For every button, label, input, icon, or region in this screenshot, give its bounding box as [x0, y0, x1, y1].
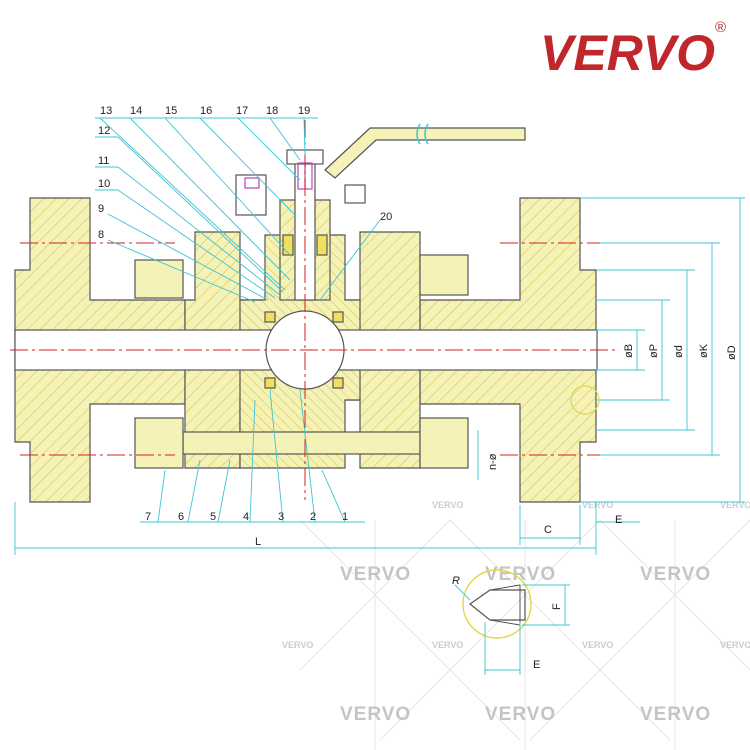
- dimension-b: øB: [623, 344, 635, 358]
- dimension-labels: øD øK ød øP øB n-ø L C E: [255, 343, 738, 548]
- part-number: 6: [178, 511, 184, 523]
- dimension-bolt-holes: n-ø: [487, 453, 499, 470]
- brand-name: VERVO: [540, 25, 715, 81]
- part-number: 10: [98, 178, 110, 190]
- part-number: 12: [98, 125, 110, 137]
- seat-left-bottom: [264, 377, 276, 389]
- watermark-text: VERVO: [640, 564, 711, 585]
- watermark-text: VERVO: [720, 640, 750, 650]
- bolt-nut-top-right: [419, 254, 469, 296]
- dimension-lines: [14, 197, 745, 555]
- brand-logo: VERVO ®: [540, 19, 726, 81]
- watermark-text: VERVO: [582, 500, 613, 510]
- centerlines: [10, 120, 615, 500]
- dimension-outer-diameter: øD: [726, 345, 738, 360]
- part-number: 3: [278, 511, 284, 523]
- part-number: 9: [98, 203, 104, 215]
- gland-packing-left: [282, 234, 294, 256]
- bolt-shank-bottom: [182, 431, 421, 455]
- watermark-text: VERVO: [432, 500, 463, 510]
- part-number: 13: [100, 105, 112, 117]
- lock-plate: [344, 184, 366, 204]
- part-number: 4: [243, 511, 249, 523]
- part-number: 18: [266, 105, 278, 117]
- flange-groove-marker: [570, 385, 600, 415]
- dimension-d: ød: [673, 345, 685, 358]
- bolt-nut-bottom-left: [134, 417, 184, 469]
- watermark-text: VERVO: [340, 564, 411, 585]
- detail-f: F: [551, 603, 563, 610]
- detail-r: R: [452, 575, 460, 587]
- registered-mark: ®: [715, 19, 726, 36]
- watermark-text: VERVO: [640, 704, 711, 725]
- gland-packing-right: [316, 234, 328, 256]
- stop-bracket: [235, 174, 267, 216]
- leader-lines: [95, 117, 381, 523]
- dimension-k: øK: [698, 343, 710, 358]
- part-number: 11: [98, 155, 109, 167]
- watermark-lines: [299, 519, 750, 750]
- lever-handle: [324, 127, 526, 179]
- handle-break-icon: [416, 123, 429, 145]
- part-number-seat: 20: [380, 211, 392, 223]
- watermark-text: VERVO: [340, 704, 411, 725]
- part-number: 8: [98, 229, 104, 241]
- watermark-text: VERVO: [282, 640, 313, 650]
- groove-profile: [468, 589, 526, 621]
- watermark-text: VERVO: [485, 564, 556, 585]
- seat-right-bottom: [332, 377, 344, 389]
- part-number: 1: [342, 511, 348, 523]
- watermark-text: VERVO: [720, 500, 750, 510]
- watermarks: VERVO VERVO VERVO VERVO VERVO VERVO VERV…: [282, 500, 750, 725]
- detail-circle: [462, 569, 532, 639]
- bolts: [134, 254, 469, 469]
- part-number: 2: [310, 511, 316, 523]
- watermark-text: VERVO: [432, 640, 463, 650]
- seat-right-top: [332, 311, 344, 323]
- seat-left-top: [264, 311, 276, 323]
- dimension-thickness: C: [544, 524, 552, 536]
- bolt-nut-top-left: [134, 259, 184, 299]
- watermark-text: VERVO: [485, 704, 556, 725]
- dimension-p: øP: [648, 344, 660, 358]
- part-number: 16: [200, 105, 212, 117]
- bolt-nut-bottom-right: [419, 417, 469, 469]
- part-numbers-left: 12 11 10 9 8: [98, 125, 110, 241]
- part-number: 5: [210, 511, 216, 523]
- detail-e: E: [533, 659, 540, 671]
- watermark-text: VERVO: [582, 640, 613, 650]
- groove-detail: E F R: [452, 569, 570, 675]
- part-number: 15: [165, 105, 177, 117]
- part-numbers-top: 13 14 15 16 17 18 19: [100, 105, 310, 117]
- dimension-length: L: [255, 536, 261, 548]
- part-number: 17: [236, 105, 248, 117]
- part-number: 7: [145, 511, 151, 523]
- part-numbers-bottom: 7 6 5 4 3 2 1: [145, 511, 348, 523]
- part-number: 19: [298, 105, 310, 117]
- dimension-raised-face: E: [615, 514, 622, 526]
- part-number: 14: [130, 105, 142, 117]
